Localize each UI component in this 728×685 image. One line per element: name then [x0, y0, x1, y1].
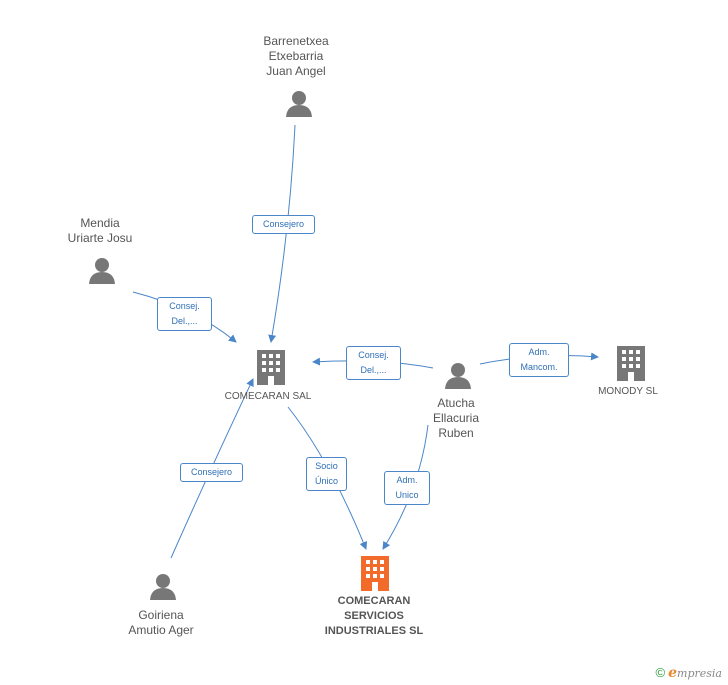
node-comecaran-sal-label[interactable]: COMECARAN SAL — [224, 391, 312, 402]
edge-label-atucha-servicios[interactable]: Adm. Unico — [384, 471, 430, 505]
person-icon — [286, 91, 312, 117]
edge-label-atucha-sal[interactable]: Consej. Del.,... — [346, 346, 401, 380]
edge-label-mendia[interactable]: Consej. Del.,... — [157, 297, 212, 331]
node-mendia-label[interactable]: Mendia Uriarte Josu — [67, 216, 133, 245]
node-atucha-label[interactable]: Atucha Ellacuria Ruben — [432, 396, 480, 440]
person-icon — [445, 363, 471, 389]
empresia-logo[interactable]: empresia — [668, 665, 722, 681]
footer-brand: ©empresia — [656, 665, 722, 681]
node-monody-label[interactable]: MONODY SL — [598, 386, 658, 397]
node-goiriena-label[interactable]: Goiriena Amutio Ager — [128, 608, 194, 637]
node-comecaran-servicios-label[interactable]: COMECARAN SERVICIOS INDUSTRIALES SL — [324, 595, 424, 637]
copyright-symbol: © — [655, 665, 666, 680]
focus-building-icon — [361, 556, 389, 591]
person-icon — [89, 258, 115, 284]
building-icon — [617, 346, 645, 381]
edge-label-barrenetxea[interactable]: Consejero — [252, 215, 315, 234]
building-icon — [257, 350, 285, 385]
node-barrenetxea-label[interactable]: Barrenetxea Etxebarria Juan Angel — [263, 34, 329, 78]
edge-label-goiriena[interactable]: Consejero — [180, 463, 243, 482]
edge-label-sal-servicios[interactable]: Socio Único — [306, 457, 347, 491]
person-icon — [150, 574, 176, 600]
edge-label-atucha-monody[interactable]: Adm. Mancom. — [509, 343, 569, 377]
